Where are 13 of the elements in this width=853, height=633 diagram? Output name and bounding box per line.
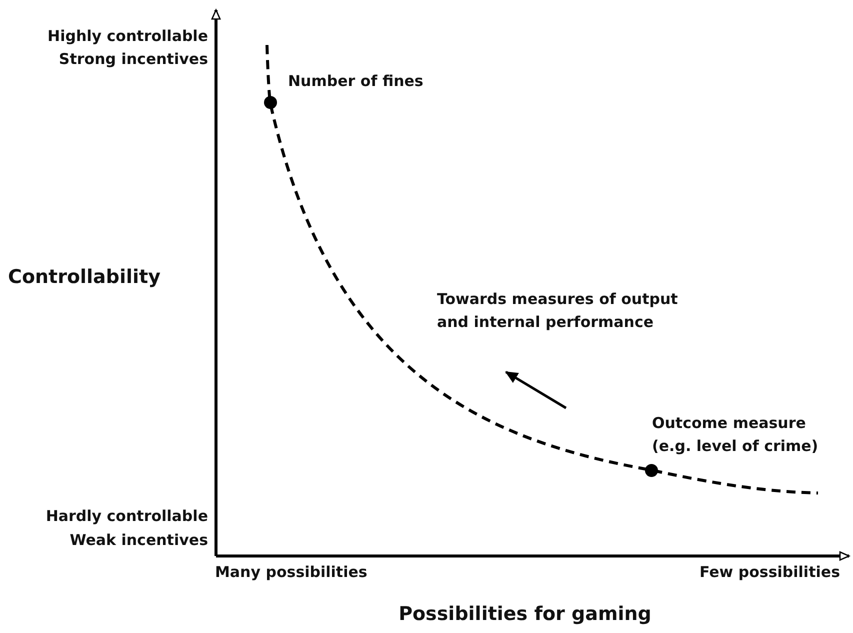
axis-end-label: Highly controllable	[46, 26, 208, 47]
annotation: Towards measures of output and internal performance	[437, 289, 679, 333]
point-label: Number of fines	[288, 71, 424, 92]
axis-title: Controllability	[8, 265, 160, 290]
axis-end-label: Weak incentives	[68, 530, 208, 551]
axis-title: Possibilities for gaming	[398, 602, 652, 627]
axis-end-label: Strong incentives	[58, 49, 208, 70]
axis-end-label: Hardly controllable	[44, 506, 208, 527]
axis-end-label: Many possibilities	[215, 562, 368, 583]
data-point	[644, 464, 658, 476]
data-point	[264, 96, 276, 108]
point-label: Outcome measure (e.g. level of crime)	[652, 413, 820, 457]
axis-end-label: Few possibilities	[698, 562, 840, 583]
